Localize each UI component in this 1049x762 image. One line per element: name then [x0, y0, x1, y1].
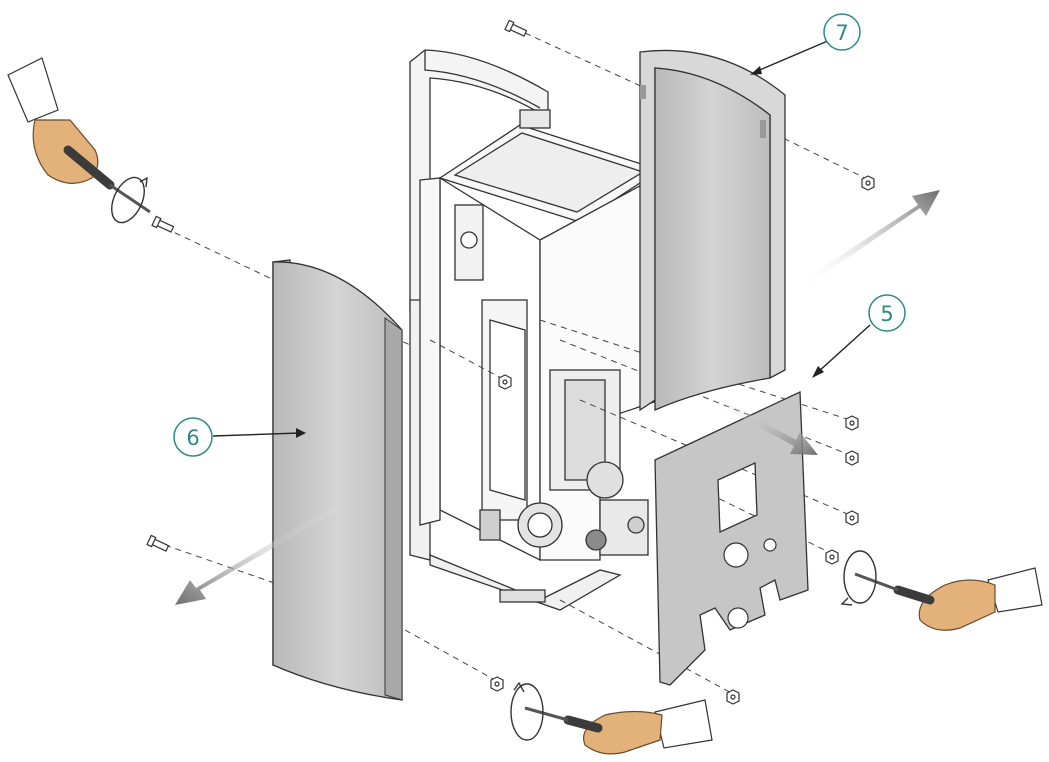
callout-label: 5 — [880, 302, 893, 326]
callout-6: 6 — [173, 417, 306, 457]
removal-direction-arrow-icon — [800, 190, 940, 288]
hand-with-screwdriver-icon — [7, 57, 151, 214]
hand-with-screwdriver-icon — [524, 699, 713, 755]
callout-label: 6 — [186, 426, 199, 450]
removal-direction-arrow-icon — [175, 504, 340, 605]
screw-icon — [146, 19, 875, 705]
rotation-arrow-icon — [510, 681, 544, 741]
rear-panel — [654, 390, 809, 686]
rotation-arrow-icon — [111, 176, 148, 224]
removal-direction-arrow-icon — [716, 398, 818, 455]
rotation-arrow-icon — [840, 550, 877, 606]
hand-with-screwdriver-icon — [854, 567, 1043, 631]
right-side-panel — [639, 49, 786, 412]
callout-7: 7 — [750, 13, 861, 75]
stove-body — [409, 49, 662, 611]
callout-label: 7 — [835, 21, 848, 45]
left-side-panel — [272, 259, 403, 701]
callout-5: 5 — [812, 294, 906, 378]
